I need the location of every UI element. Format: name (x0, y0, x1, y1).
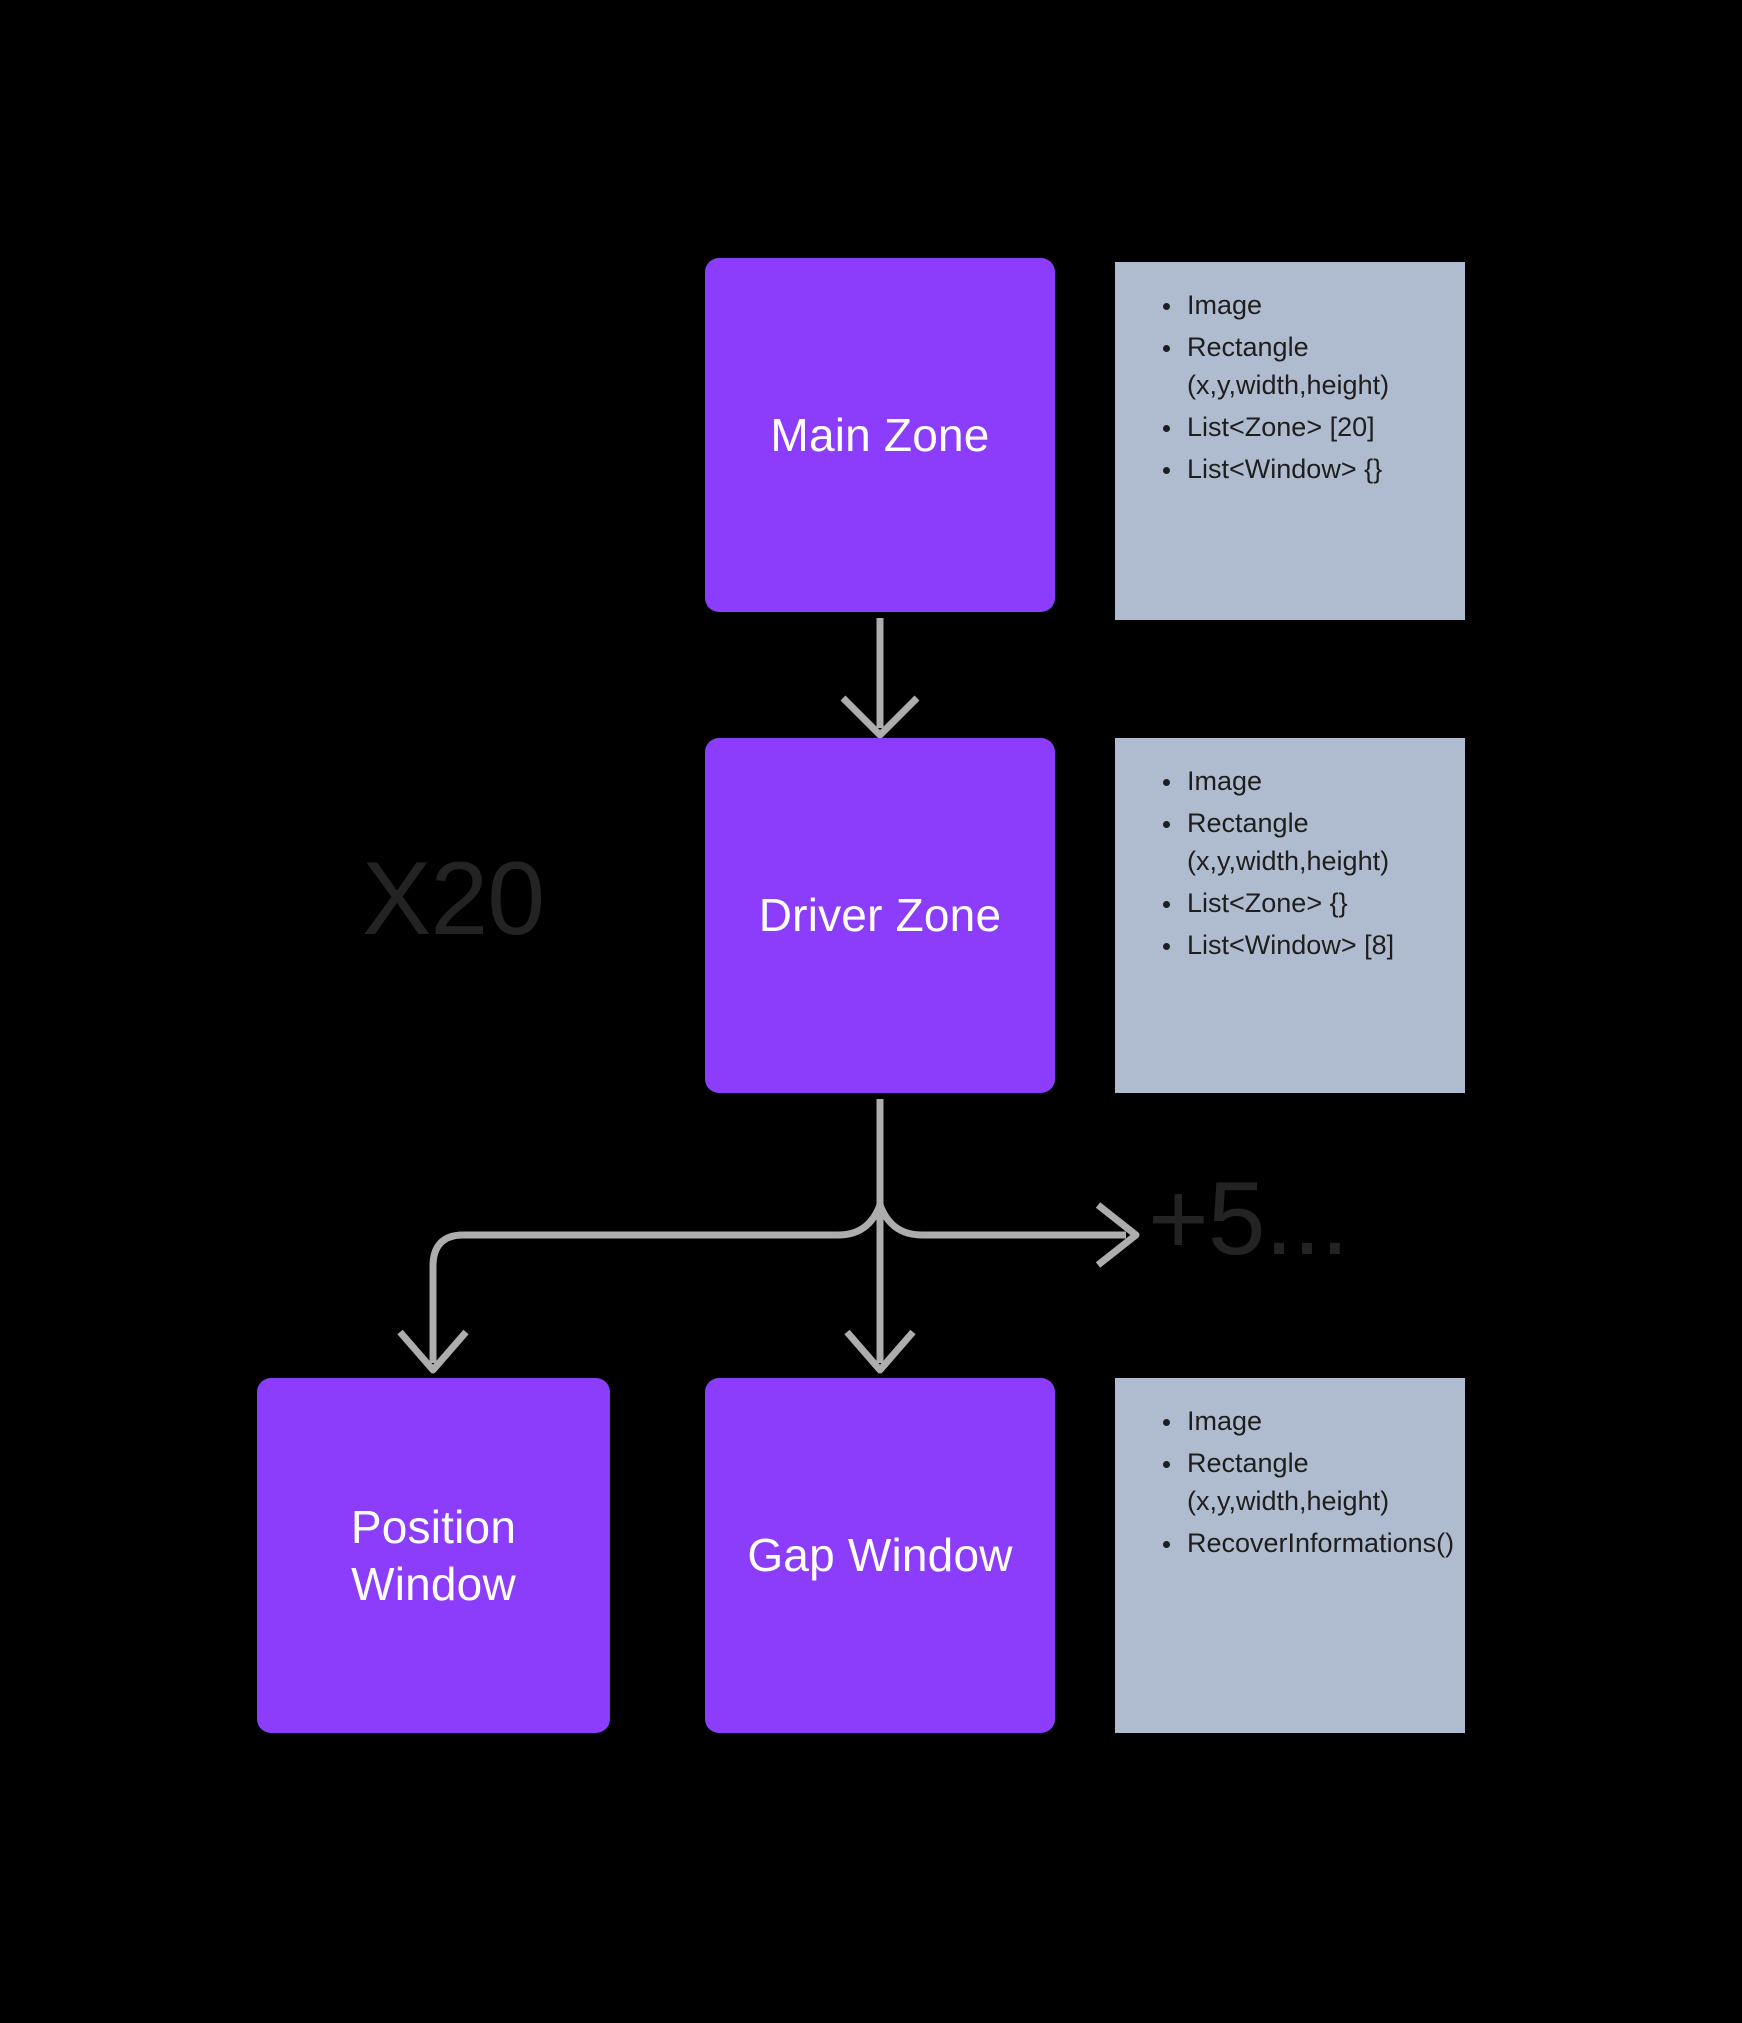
note-list-item: Rectangle (1161, 806, 1445, 842)
note-list-item: List<Zone> [20] (1161, 410, 1445, 446)
note-list-item: (x,y,width,height) (1187, 369, 1390, 400)
annotation-more-windows: +5... (1148, 1161, 1349, 1277)
note-list-item: Image (1161, 288, 1445, 324)
node-gap-window-label: Gap Window (747, 1529, 1013, 1582)
note-list-item: Image (1161, 764, 1445, 800)
connector-driver-zone-to-gap-window (844, 1205, 916, 1374)
note-list-item: (x,y,width,height) (1187, 1485, 1390, 1516)
node-gap-window[interactable]: Gap Window (705, 1378, 1055, 1733)
connector-driver-zone-to-more-windows (876, 1202, 1140, 1268)
note-list-item: Rectangle (1161, 1446, 1445, 1482)
node-position-window[interactable]: Position Window (257, 1378, 610, 1733)
node-main-zone-label: Main Zone (770, 408, 990, 461)
node-main-zone[interactable]: Main Zone (705, 258, 1055, 612)
connector-main-zone-to-driver-zone (840, 618, 920, 739)
node-driver-zone[interactable]: Driver Zone (705, 738, 1055, 1093)
note-list-item: RecoverInformations() (1161, 1526, 1454, 1562)
note-list-item: List<Window> [8] (1161, 928, 1445, 964)
annotation-zone-multiplicity: X20 (362, 841, 545, 957)
note-list-item: Image (1161, 1404, 1445, 1440)
node-position-window-label: Position Window (350, 1501, 517, 1610)
note-list-item: List<Window> {} (1161, 452, 1445, 488)
connector-driver-zone-to-position-window (397, 1203, 884, 1374)
node-driver-zone-label: Driver Zone (758, 889, 1002, 942)
note-list-item: (x,y,width,height) (1187, 845, 1390, 876)
note-list-item: List<Zone> {} (1161, 886, 1445, 922)
note-list-item: Rectangle (1161, 330, 1445, 366)
